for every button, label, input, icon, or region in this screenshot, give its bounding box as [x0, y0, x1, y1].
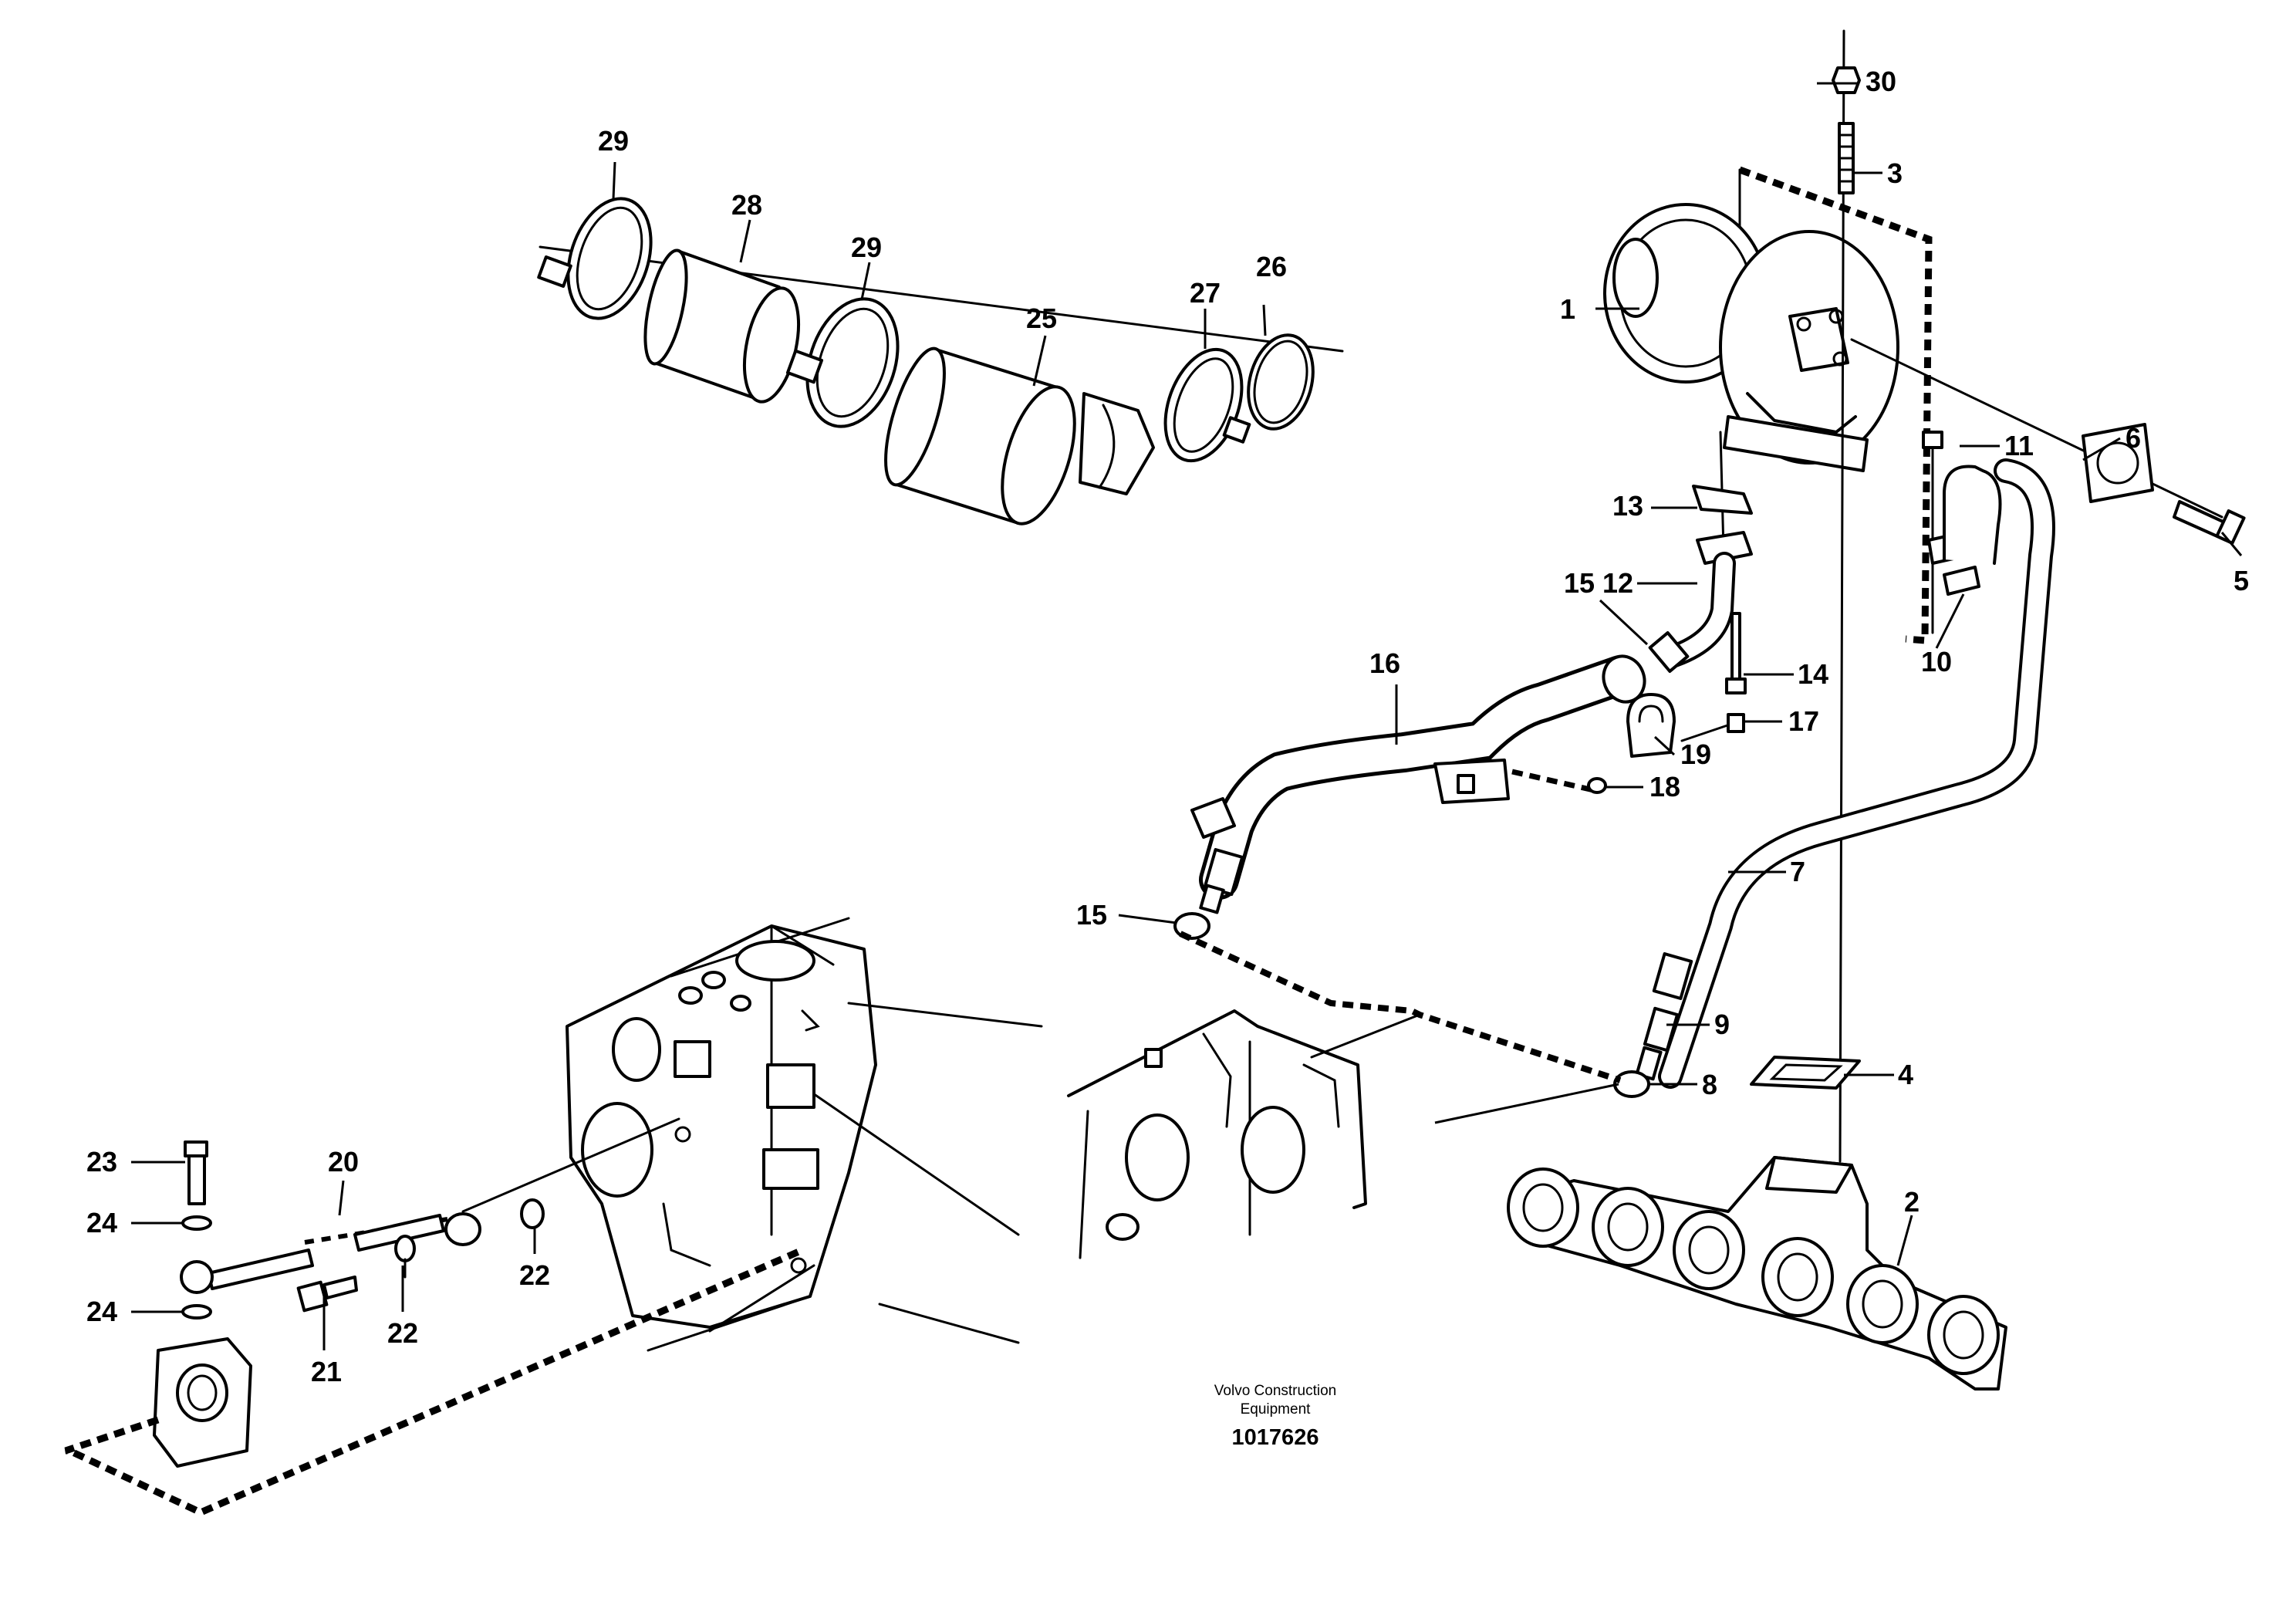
callout-11: 11 — [2004, 430, 2034, 461]
callout-29b: 29 — [851, 231, 882, 263]
hose-icon — [643, 248, 800, 404]
hose-clamp-right-icon — [785, 297, 900, 428]
diagram-number: 1017626 — [1232, 1425, 1319, 1450]
engine-block-icon — [566, 917, 1043, 1352]
callout-30: 30 — [1866, 66, 1896, 97]
callout-27: 27 — [1190, 277, 1221, 309]
pipe-clamp-icon — [1511, 693, 1745, 794]
callout-22b: 22 — [519, 1259, 550, 1291]
callout-8: 8 — [1702, 1069, 1717, 1100]
callout-25: 25 — [1026, 302, 1057, 334]
o-ring-icon — [1247, 333, 1315, 431]
exhaust-manifold-icon — [1507, 1156, 2007, 1391]
callout-labels: 1 2 3 4 5 6 7 8 9 10 11 12 13 14 15 15 1… — [86, 66, 2249, 1387]
callout-20: 20 — [328, 1146, 359, 1178]
turbocharger-icon — [1603, 29, 1933, 1163]
callout-4: 4 — [1898, 1059, 1913, 1090]
callout-18: 18 — [1649, 771, 1680, 803]
callout-7: 7 — [1790, 856, 1805, 887]
callout-19: 19 — [1680, 738, 1711, 770]
callout-2: 2 — [1904, 1186, 1920, 1218]
oil-return-pipe-icon — [1173, 654, 1646, 940]
leader-lines — [131, 82, 2243, 1350]
callout-15a: 15 — [1564, 567, 1595, 599]
caption-line1: Volvo Construction — [1214, 1383, 1336, 1399]
cylinder-head-section-icon — [1067, 931, 1622, 1259]
stud-and-nut-icon — [1832, 66, 1861, 194]
callout-29a: 29 — [598, 125, 629, 157]
callout-26: 26 — [1256, 251, 1287, 282]
hose-clamp-icon — [1163, 347, 1251, 463]
callout-6: 6 — [2125, 422, 2141, 454]
callout-15b: 15 — [1076, 899, 1107, 931]
intake-assembly — [537, 197, 1344, 525]
callout-16: 16 — [1369, 647, 1400, 679]
hose-clamp-left-icon — [537, 197, 653, 320]
callout-3: 3 — [1887, 157, 1903, 189]
callout-28: 28 — [731, 189, 762, 221]
manifold-gasket-icon — [1750, 1056, 1861, 1090]
callout-24a: 24 — [86, 1207, 117, 1238]
caption-line2: Equipment — [1241, 1401, 1312, 1418]
callout-1: 1 — [1560, 293, 1575, 325]
oil-feed-pipe-icon — [1613, 458, 2055, 1098]
callout-5: 5 — [2234, 565, 2249, 596]
air-pipe-icon — [884, 346, 1155, 525]
callout-22a: 22 — [387, 1317, 418, 1349]
drain-pipe-icon — [1648, 485, 1753, 694]
callout-21: 21 — [311, 1356, 342, 1387]
callout-14: 14 — [1798, 658, 1828, 690]
callout-24b: 24 — [86, 1296, 117, 1327]
callout-17: 17 — [1788, 705, 1819, 737]
publisher-caption: Volvo Construction Equipment 1017626 — [1214, 1383, 1336, 1450]
gasket-flange-icon — [1850, 338, 2246, 545]
callout-9: 9 — [1714, 1009, 1730, 1040]
callout-13: 13 — [1612, 490, 1643, 522]
oil-supply-line-icon — [64, 1117, 804, 1516]
callout-12: 12 — [1602, 567, 1633, 599]
return-line-bracket-icon — [1922, 431, 2002, 634]
callout-23: 23 — [86, 1146, 117, 1178]
callout-10: 10 — [1921, 646, 1952, 678]
